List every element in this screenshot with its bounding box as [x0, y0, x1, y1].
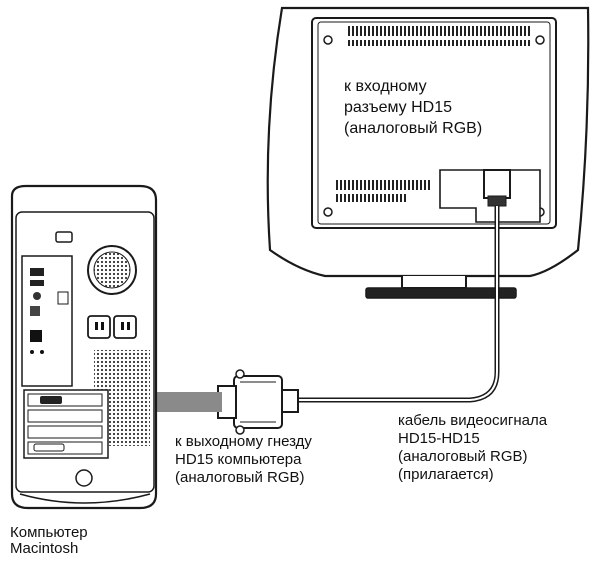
computer-name-line: Компьютер: [10, 524, 88, 541]
computer-name-label: Компьютер Macintosh: [10, 525, 88, 557]
cable-hd15-plug: [217, 369, 299, 435]
screw-hole: [323, 35, 333, 45]
io-panel: [21, 255, 73, 387]
cable-line: кабель видеосигнала: [398, 412, 548, 429]
monitor: [266, 6, 590, 299]
screw-hole: [323, 207, 333, 217]
monitor-hd15-plug: [483, 169, 511, 199]
computer-output-line: к выходному гнезду: [175, 433, 312, 450]
computer-name-line: Macintosh: [10, 540, 79, 557]
computer-output-line: (аналоговый RGB): [175, 469, 305, 486]
monitor-input-line: разъему HD15: [344, 99, 453, 116]
computer-tower: [10, 184, 158, 510]
cable-label: кабель видеосигнала HD15-HD15 (аналоговы…: [398, 412, 547, 484]
power-socket: [113, 315, 137, 339]
computer-output-label: к выходному гнезду HD15 компьютера (анал…: [175, 433, 312, 487]
monitor-side-vents: [336, 180, 432, 190]
cable-line: (прилагается): [398, 466, 494, 483]
power-socket: [87, 315, 111, 339]
monitor-stand: [401, 276, 467, 289]
computer-output-line: HD15 компьютера: [175, 451, 302, 468]
monitor-input-label: к входному разъему HD15 (аналоговый RGB): [344, 76, 482, 139]
screw-hole: [535, 35, 545, 45]
monitor-input-line: к входному: [344, 78, 427, 95]
monitor-base: [365, 287, 517, 299]
cable-line: (аналоговый RGB): [398, 448, 528, 465]
cable-line: HD15-HD15: [398, 430, 480, 447]
monitor-input-line: (аналоговый RGB): [344, 120, 483, 137]
monitor-top-vents: [348, 26, 532, 36]
video-out-port: [40, 396, 62, 404]
